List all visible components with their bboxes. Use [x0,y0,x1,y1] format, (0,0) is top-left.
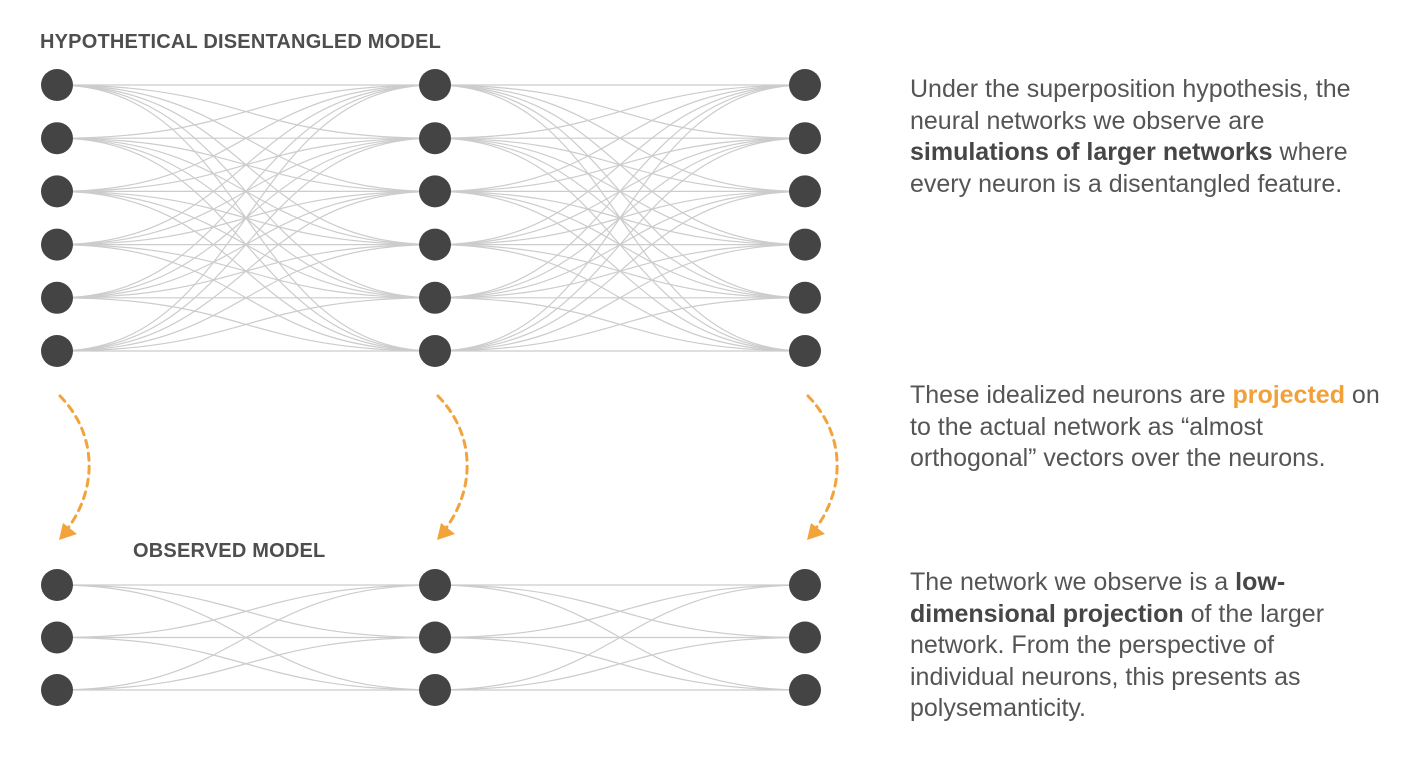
disentangled-connection [434,84,806,139]
disentangled-connection [434,84,806,246]
disentangled-neuron [789,335,821,367]
disentangled-connection [434,84,806,192]
observed-neuron [41,621,73,654]
disentangled-neuron [419,228,451,261]
disentangled-neuron [41,281,73,314]
disentangled-neuron [419,69,451,101]
disentangled-neuron [41,335,73,367]
disentangled-neuron [419,281,451,314]
explanation-text: where every neuron is a disentangled fea… [910,138,1348,198]
disentangled-connection [434,190,806,352]
explanation-text: Under the superposition hypothesis, the … [910,75,1351,135]
emphasis-text: low-dimensional projection [910,568,1286,628]
disentangled-connection [434,244,806,352]
disentangled-neuron [789,69,821,101]
explanation-text: of the larger network. From the perspect… [910,599,1325,723]
disentangled-connection [56,84,436,192]
disentangled-neuron [419,335,451,367]
projection-arrow [436,394,469,540]
disentangled-neuron [419,122,451,155]
observed-connection [56,636,436,691]
disentangled-model-connections [56,84,806,352]
observed-connection [56,584,436,639]
disentangled-connection [434,297,806,352]
disentangled-neuron [789,228,821,261]
network-diagram [41,69,839,706]
observed-connection [434,584,806,691]
disentangled-neuron [789,175,821,208]
disentangled-connection [56,137,436,352]
disentangled-neuron [419,175,451,208]
observed-neuron [789,621,821,654]
disentangled-connection [434,84,806,299]
observed-model-label: OBSERVED MODEL [133,540,326,562]
observed-connection [434,636,806,691]
emphasis-text: simulations of larger networks [910,138,1273,166]
disentangled-connection [56,84,436,352]
observed-neuron [41,569,73,601]
disentangled-connection [434,84,806,352]
disentangled-connection [56,84,436,246]
disentangled-neuron [789,281,821,314]
accent-text: projected [1232,381,1345,409]
disentangled-connection [56,190,436,352]
projection-arrow [58,394,91,540]
observed-connection [56,584,436,691]
observed-model-explanation: The network we observe is a low-dimensio… [910,567,1380,725]
observed-neuron [419,569,451,601]
explanation-text: These idealized neurons are [910,381,1233,409]
disentangled-connection [56,244,436,352]
disentangled-neuron [41,122,73,155]
projection-arrows [58,394,839,540]
observed-model-connections [56,584,806,691]
observed-connection [434,584,806,639]
explanation-text: The network we observe is a [910,568,1236,596]
projection-arrow [806,394,839,540]
disentangled-connection [56,84,436,299]
disentangled-neuron [41,228,73,261]
disentangled-connection [56,84,436,139]
explanation-text: on to the actual network as “almost orth… [910,381,1380,472]
disentangled-connection [56,297,436,352]
projection-explanation: These idealized neurons are projected on… [910,380,1380,475]
disentangled-neuron [789,122,821,155]
disentangled-model-label: HYPOTHETICAL DISENTANGLED MODEL [40,31,442,53]
observed-neuron [419,674,451,706]
observed-neuron [789,569,821,601]
disentangled-neuron [41,175,73,208]
observed-model-neurons [41,569,821,706]
observed-neuron [419,621,451,654]
superposition-explanation: Under the superposition hypothesis, the … [910,74,1380,200]
observed-neuron [789,674,821,706]
disentangled-model-neurons [41,69,821,367]
disentangled-connection [434,137,806,352]
observed-neuron [41,674,73,706]
disentangled-neuron [41,69,73,101]
